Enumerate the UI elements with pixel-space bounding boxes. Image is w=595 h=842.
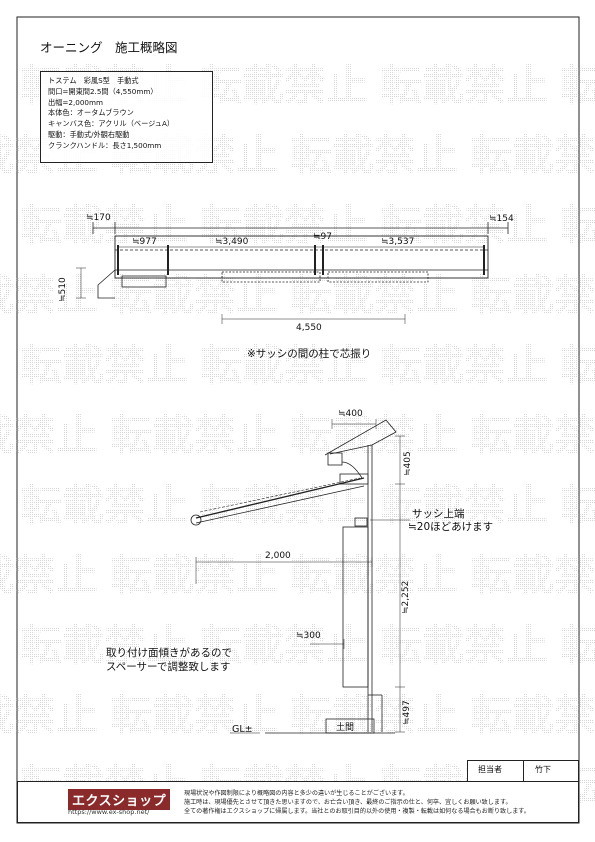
- dim-mount-height: ≒2,252: [401, 580, 411, 614]
- side-view: [190, 419, 410, 734]
- dim-span-right: ≒3,537: [381, 237, 415, 247]
- watermark-text: 転載禁止: [290, 131, 458, 180]
- watermark-text: 転載禁止: [560, 61, 595, 110]
- spec-line: 出幅=2,000mm: [48, 97, 103, 107]
- sash-note-line1: サッシ上端: [412, 508, 465, 520]
- signature-divider: [523, 760, 524, 781]
- watermark-text: 転載禁止: [20, 341, 188, 390]
- dim-top-height: ≒405: [403, 451, 413, 476]
- footer-note-line: 施工時は、現場優先とさせて頂きた思いますので、お亡合い頂き、最終のご指示の仕と、…: [184, 799, 512, 807]
- footer-notice: 現場状況や作図制限により概略図の内容と多少の違いが生じることがございます。施工時…: [184, 789, 530, 817]
- watermark-text: 転載禁止: [290, 271, 458, 320]
- footer-note-line: 全ての著作権はエクスショップに帰属します。当社とのお取引目的以外の使用・複製・転…: [184, 808, 530, 816]
- watermark-text: 転載禁止: [20, 201, 188, 250]
- signature-name: 竹下: [535, 765, 551, 774]
- dim-depth: ≒510: [58, 277, 68, 302]
- watermark-text: 転載禁止: [20, 481, 188, 530]
- page-title: オーニング 施工概略図: [40, 40, 178, 55]
- watermark-text: 転載禁止: [380, 481, 548, 530]
- watermark-text: 転載禁止: [560, 621, 595, 670]
- dim-bracket-width: ≒400: [338, 409, 363, 419]
- watermark-text: 転載禁止: [470, 131, 595, 180]
- page-frame: [16, 16, 580, 824]
- dim-center-gap: ≒97: [313, 232, 333, 242]
- watermark-text: 転載禁止: [0, 271, 98, 320]
- watermark-text: 転載禁止: [380, 341, 548, 390]
- dim-bottom-height: ≒497: [402, 700, 412, 725]
- spacer-note-line1: 取り付け面傾きがあるので: [106, 647, 232, 659]
- watermark-text: 転載禁止: [0, 551, 98, 600]
- gl-label: GL±: [232, 724, 253, 735]
- watermark-text: 転載禁止: [110, 271, 278, 320]
- watermark-text: 転載禁止: [470, 691, 595, 740]
- watermark-text: 転載禁止: [0, 411, 98, 460]
- watermark-text: 転載禁止: [560, 481, 595, 530]
- watermark-text: 転載禁止: [470, 271, 595, 320]
- plan-note: ※サッシの間の柱で芯振り: [247, 348, 372, 360]
- doma-label: 土間: [336, 723, 355, 733]
- watermark-text: 転載禁止: [380, 621, 548, 670]
- company-url: https://www.ex-shop.net/: [68, 808, 150, 816]
- watermark-layer: 転載禁止転載禁止転載禁止転載禁止転載禁止転載禁止転載禁止転載禁止転載禁止転載禁止…: [0, 61, 595, 810]
- watermark-text: 転載禁止: [110, 411, 278, 460]
- dim-spacer-depth: ≒300: [296, 631, 321, 641]
- dim-left-overhang: ≒170: [86, 213, 111, 223]
- spec-line: 間口=開東間2.5間（4,550mm）: [48, 86, 158, 96]
- footer-note-line: 現場状況や作図制限により概略図の内容と多少の違いが生じることがございます。: [184, 790, 409, 797]
- watermark-text: 転載禁止: [200, 621, 368, 670]
- watermark-text: 転載禁止: [0, 691, 98, 740]
- dim-projection: 2,000: [265, 551, 291, 561]
- spec-line: 駆動：手動式/外観右駆動: [48, 129, 130, 139]
- watermark-text: 転載禁止: [200, 341, 368, 390]
- watermark-text: 転載禁止: [200, 61, 368, 110]
- watermark-text: 転載禁止: [110, 691, 278, 740]
- dim-right-overhang: ≒154: [489, 214, 514, 224]
- watermark-text: 転載禁止: [20, 621, 188, 670]
- watermark-text: 転載禁止: [560, 341, 595, 390]
- watermark-text: 転載禁止: [380, 201, 548, 250]
- plan-view: [76, 222, 509, 324]
- watermark-text: 転載禁止: [290, 411, 458, 460]
- signature-label: 担当者: [478, 765, 502, 774]
- spec-line: クランクハンドル：長さ1,500mm: [48, 140, 162, 150]
- watermark-text: 転載禁止: [290, 551, 458, 600]
- spec-line: キャンバス色：アクリル（ベージュA）: [48, 119, 175, 129]
- watermark-text: 転載禁止: [560, 201, 595, 250]
- watermark-text: 転載禁止: [110, 551, 278, 600]
- dim-span-left: ≒3,490: [215, 237, 249, 247]
- spacer-note-line2: スペーサーで調整致します: [106, 661, 231, 673]
- watermark-text: 転載禁止: [470, 411, 595, 460]
- sash-note-line2: ≒20ほどあけます: [408, 521, 494, 533]
- spec-line: トステム 彩風S型 手動式: [48, 76, 139, 85]
- dim-total-width: 4,550: [296, 323, 322, 333]
- watermark-text: 転載禁止: [200, 481, 368, 530]
- spec-line: 本体色：オータムブラウン: [48, 108, 134, 118]
- watermark-text: 転載禁止: [470, 551, 595, 600]
- watermark-text: 転載禁止: [380, 61, 548, 110]
- dim-left-offset: ≒977: [132, 237, 157, 247]
- company-logo: エクスショップ: [68, 789, 171, 810]
- watermark-text: 転載禁止: [200, 201, 368, 250]
- spec-box: トステム 彩風S型 手動式間口=開東間2.5間（4,550mm）出幅=2,000…: [40, 71, 213, 163]
